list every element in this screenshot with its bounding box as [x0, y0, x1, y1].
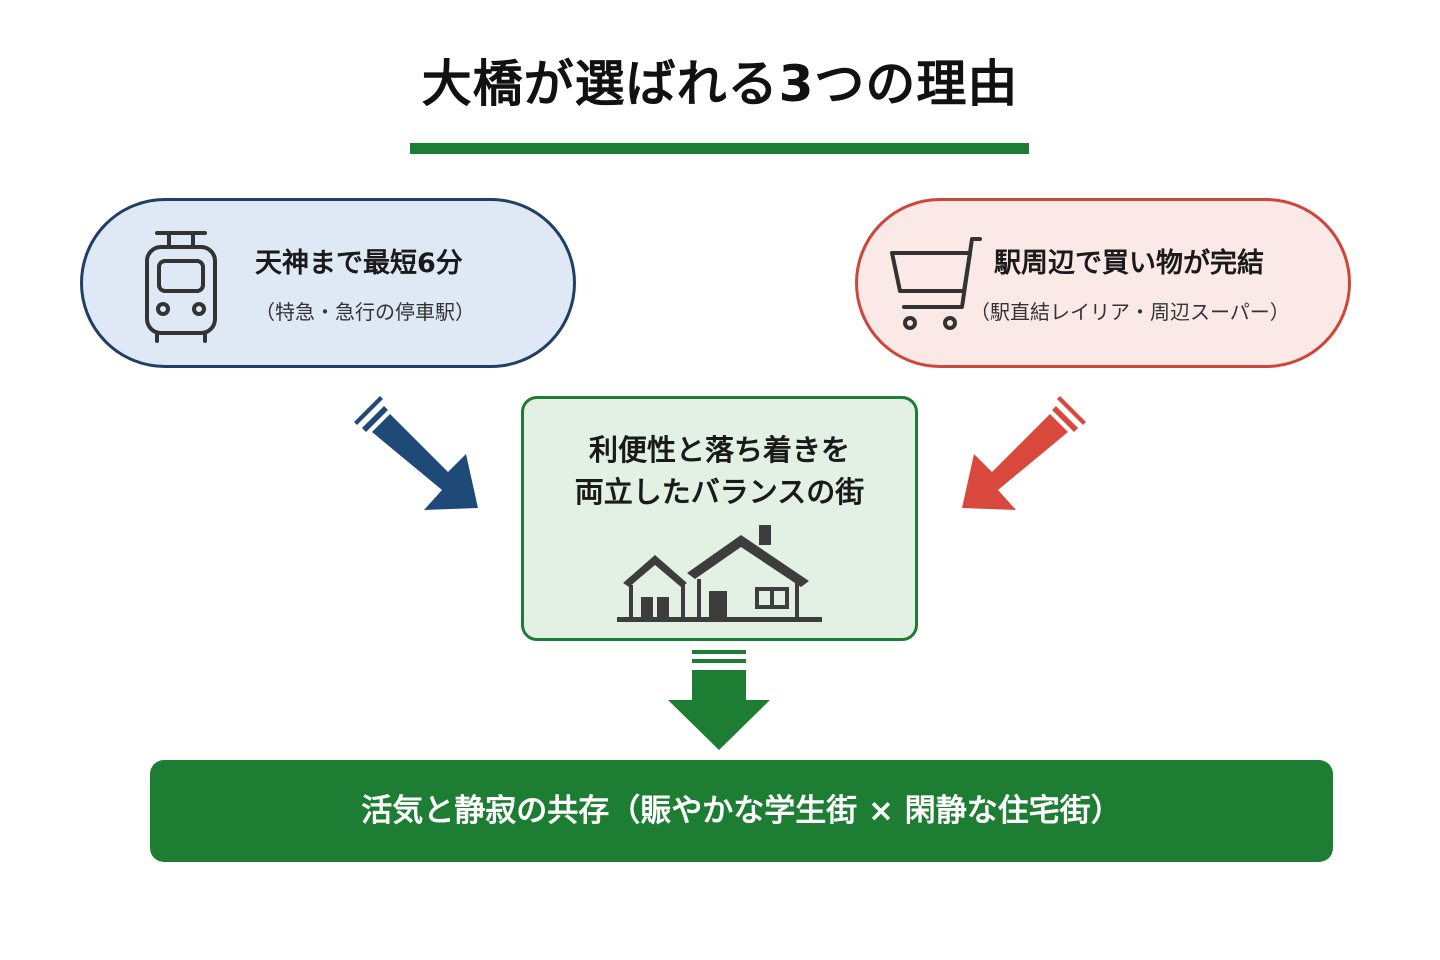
reason-subtext: （特急・急行の停車駅）: [255, 300, 475, 324]
reason-card-shopping: 駅周辺で買い物が完結 （駅直結レイリア・周辺スーパー）: [855, 198, 1351, 368]
arrow-down-right-icon: [354, 396, 478, 510]
balance-summary-box: 利便性と落ち着きを 両立したバランスの街: [521, 396, 918, 641]
reason-card-access: 天神まで最短6分 （特急・急行の停車駅）: [80, 198, 576, 368]
conclusion-text: 活気と静寂の共存（賑やかな学生街 × 閑静な住宅街）: [361, 793, 1122, 829]
house-icon: [617, 525, 822, 622]
title-underline: [410, 143, 1029, 154]
reason-heading: 天神まで最短6分: [255, 248, 463, 279]
reason-subtext: （駅直結レイリア・周辺スーパー）: [970, 300, 1290, 324]
shopping-cart-icon: [890, 237, 982, 330]
train-icon: [145, 231, 217, 343]
arrow-down-left-icon: [962, 396, 1086, 510]
page-title: 大橋が選ばれる3つの理由: [421, 55, 1019, 113]
center-line-1: 利便性と落ち着きを: [588, 433, 850, 467]
reason-heading: 駅周辺で買い物が完結: [994, 248, 1264, 279]
center-line-2: 両立したバランスの街: [574, 475, 865, 509]
arrow-down-icon: [668, 650, 770, 750]
conclusion-banner: 活気と静寂の共存（賑やかな学生街 × 閑静な住宅街）: [150, 760, 1333, 862]
